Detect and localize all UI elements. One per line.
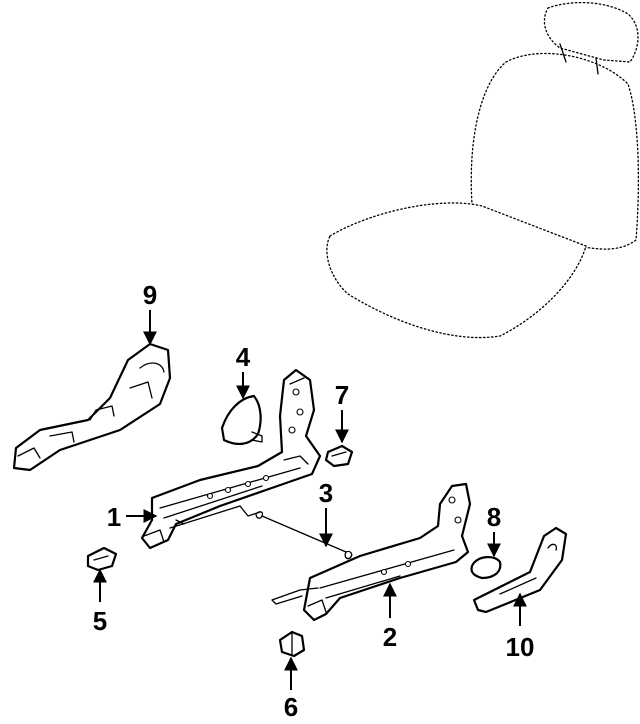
leader-lines [93,310,527,690]
part-10-track-cover [472,526,568,614]
callout-5: 5 [93,606,107,636]
callout-1: 1 [107,502,121,532]
part-1-seat-track-inner [140,368,322,550]
callout-9: 9 [143,280,157,310]
part-9-track-cover [12,342,172,472]
part-5-bracket [86,546,118,572]
part-7-clip [324,444,354,468]
callout-3: 3 [319,478,333,508]
part-2-seat-track-outer [271,482,472,622]
part-4-recliner-knob [220,394,263,446]
part-3-rod [255,511,353,560]
callout-6: 6 [284,692,298,722]
callout-10: 10 [506,632,535,662]
callout-4: 4 [236,342,251,372]
seat-outline [326,1,640,339]
part-6-cover-block [278,630,306,658]
part-8-cap [470,556,502,580]
callout-labels: 9 4 7 1 3 8 5 2 10 6 [93,280,535,722]
callout-2: 2 [383,622,397,652]
callout-7: 7 [335,380,349,410]
callout-8: 8 [487,502,501,532]
